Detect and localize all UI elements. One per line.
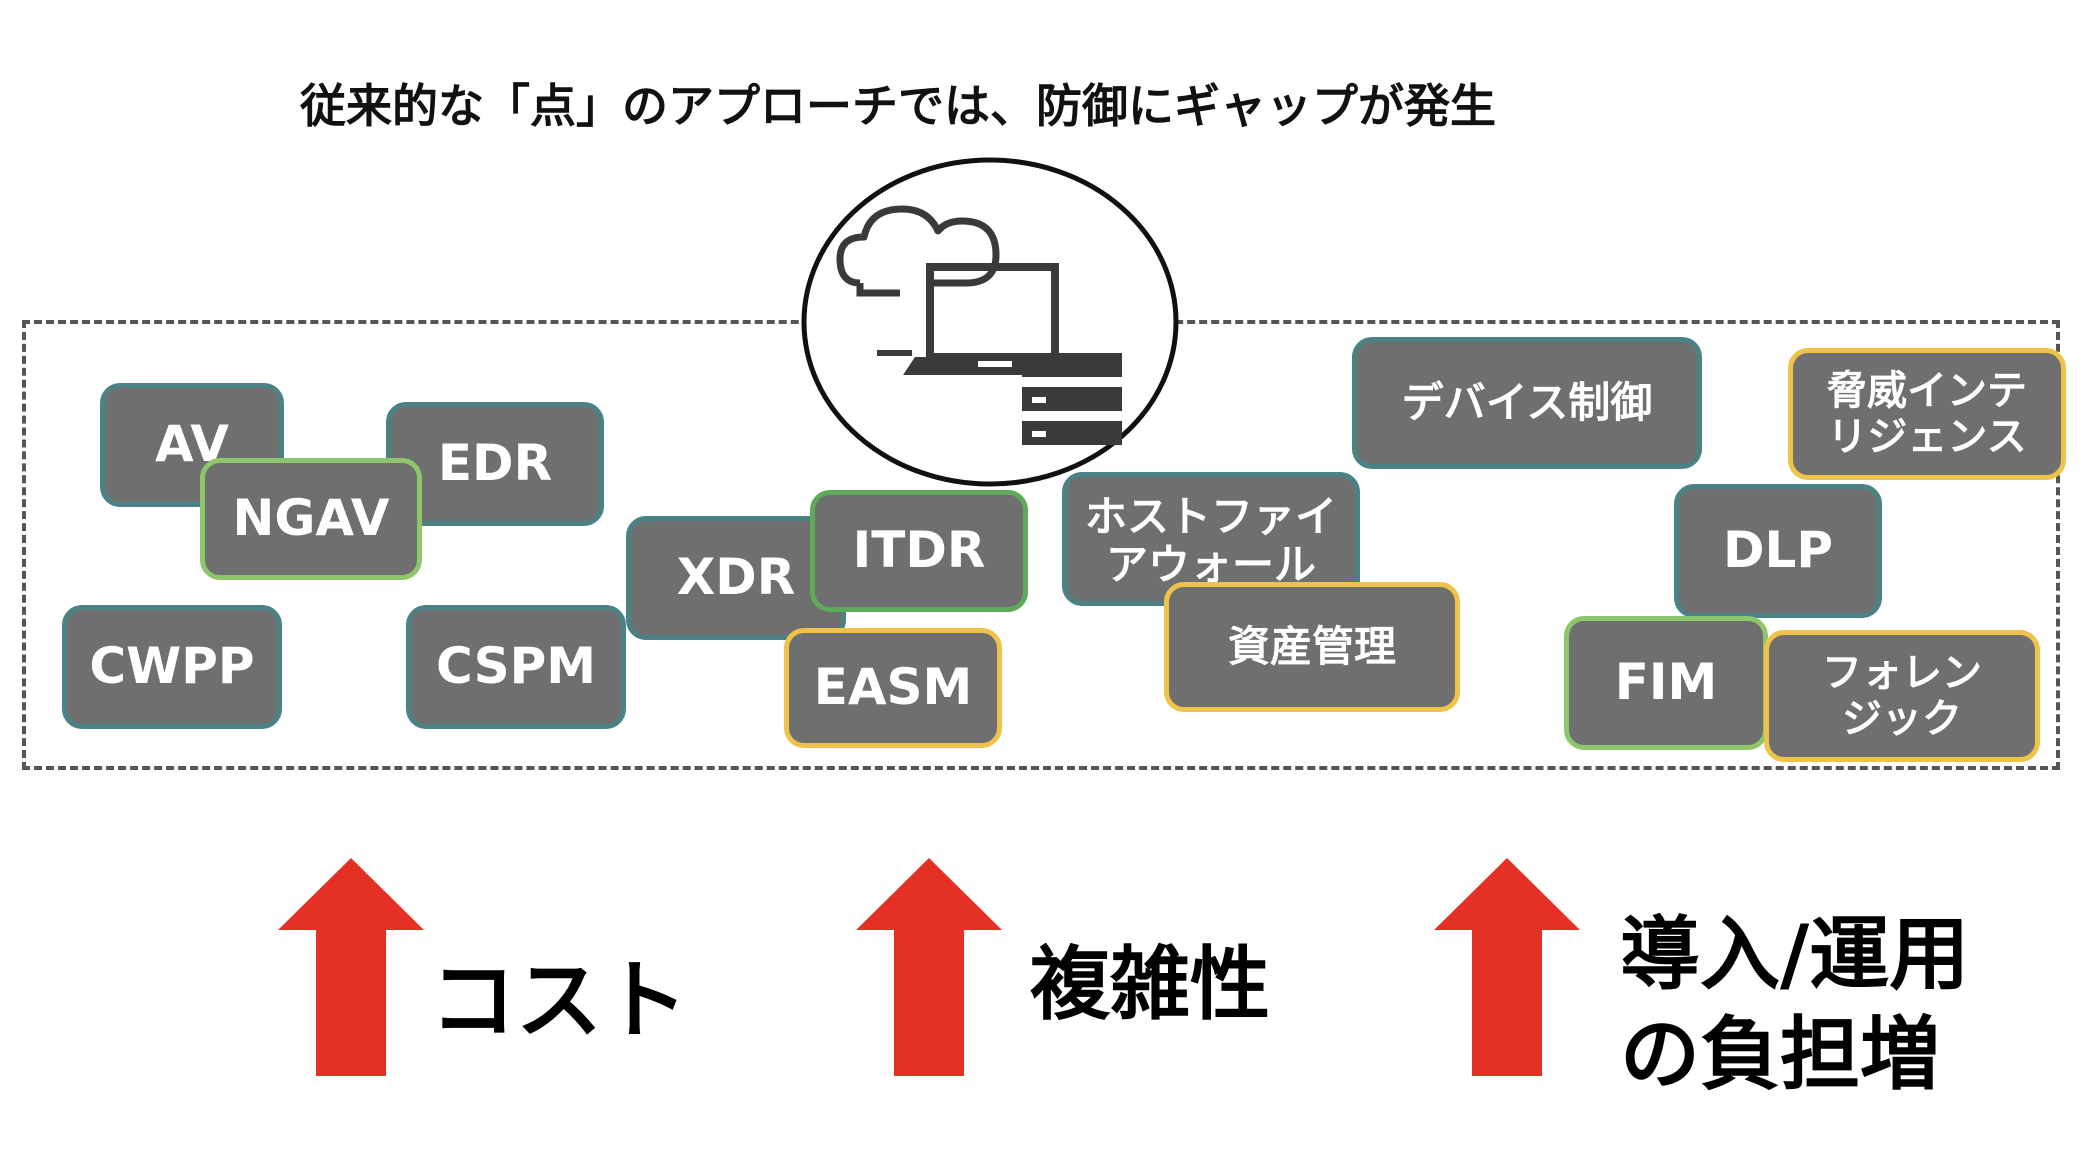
- device-control-box: デバイス制御: [1352, 337, 1702, 469]
- burden-up-arrow-icon: [1434, 858, 1580, 1076]
- cspm-box: CSPM: [406, 605, 626, 729]
- complexity-up-arrow-icon: [856, 858, 1002, 1076]
- fim-box: FIM: [1564, 616, 1768, 750]
- threat-intelligence-box: 脅威インテ リジェンス: [1788, 348, 2066, 480]
- burden-label-line1: 導入/運用: [1620, 908, 1970, 1001]
- cost-label: コスト: [430, 951, 688, 1051]
- dlp-box: DLP: [1674, 484, 1882, 618]
- diagram-title: 従来的な「点」のアプローチでは、防御にギャップが発生: [300, 79, 1496, 133]
- edr-box: EDR: [386, 402, 604, 526]
- asset-management-box: 資産管理: [1164, 582, 1460, 712]
- xdr-box: XDR: [626, 516, 846, 640]
- complexity-label: 複雑性: [1030, 938, 1270, 1031]
- forensics-box: フォレン ジック: [1764, 630, 2040, 762]
- cost-up-arrow-icon: [278, 858, 424, 1076]
- easm-box: EASM: [784, 628, 1002, 748]
- burden-label-line2: の負担増: [1620, 1008, 1940, 1101]
- itdr-box: ITDR: [810, 490, 1028, 612]
- cwpp-box: CWPP: [62, 605, 282, 729]
- ngav-box: NGAV: [200, 458, 422, 580]
- cloud-laptop-server-icon: [800, 155, 1185, 490]
